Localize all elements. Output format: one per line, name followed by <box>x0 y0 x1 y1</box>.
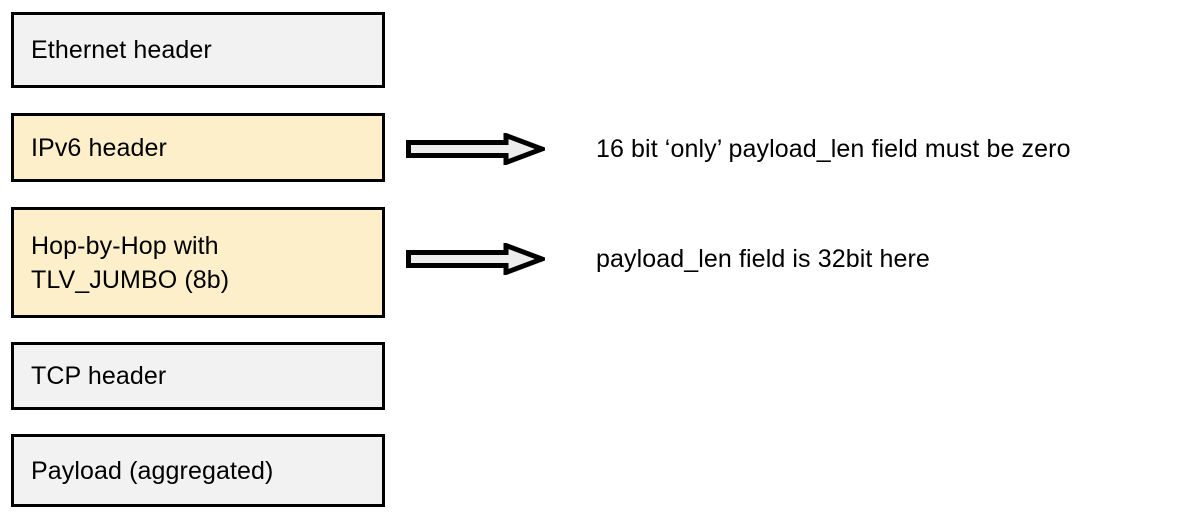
packet-box-ipv6-header: IPv6 header <box>11 113 385 182</box>
packet-box-tcp-header: TCP header <box>11 342 385 410</box>
packet-box-label: Ethernet header <box>31 36 212 64</box>
packet-box-label: Payload (aggregated) <box>31 456 274 485</box>
annotation-payload-len-zero: 16 bit ‘only’ payload_len field must be … <box>596 135 1071 163</box>
annotation-payload-len-32bit: payload_len field is 32bit here <box>596 245 930 273</box>
packet-box-label: IPv6 header <box>31 133 167 162</box>
packet-box-payload: Payload (aggregated) <box>11 434 385 507</box>
right-block-arrow-icon <box>406 133 545 165</box>
packet-box-label: Hop-by-Hop with TLV_JUMBO (8b) <box>31 231 230 294</box>
packet-box-ethernet-header: Ethernet header <box>11 12 385 88</box>
packet-box-hop-by-hop-header: Hop-by-Hop with TLV_JUMBO (8b) <box>11 207 385 318</box>
packet-box-label: TCP header <box>31 362 167 390</box>
right-block-arrow-icon <box>406 243 545 275</box>
